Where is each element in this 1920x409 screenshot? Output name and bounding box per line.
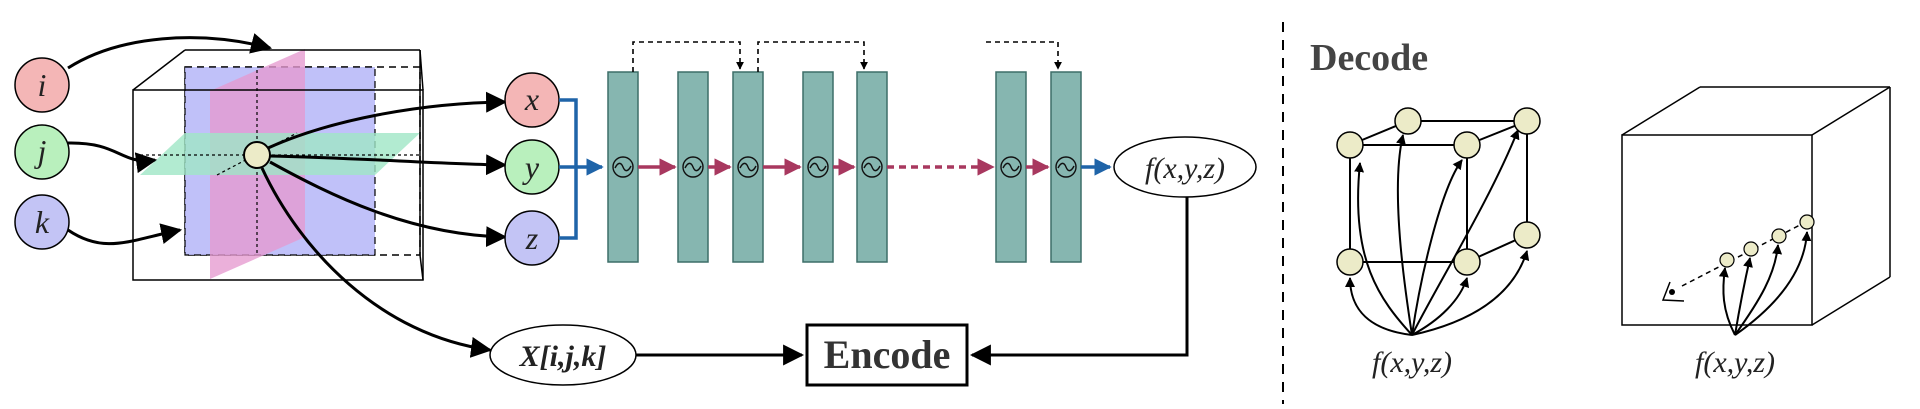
function-output: f(x,y,z) — [1113, 136, 1257, 198]
svg-text:y: y — [522, 149, 540, 185]
coord-x: x — [504, 72, 560, 128]
decode-title: Decode — [1310, 37, 1428, 79]
sample-point — [243, 141, 271, 169]
svg-text:x: x — [524, 81, 539, 117]
ray-sample-nodes — [1719, 214, 1815, 268]
decode-fn-label-1: f(x,y,z) — [1372, 346, 1452, 379]
decode-corner-nodes — [1336, 107, 1541, 276]
svg-text:j: j — [34, 133, 47, 169]
voxel-cube — [132, 49, 424, 281]
decode-cube-ray — [1621, 86, 1891, 326]
decode-fn-label-2: f(x,y,z) — [1695, 346, 1775, 379]
coord-y: y — [504, 139, 560, 195]
svg-text:X[i,j,k]: X[i,j,k] — [519, 340, 607, 373]
decode-cube-interpolation — [1349, 120, 1528, 263]
decode-arrows-1 — [1345, 129, 1530, 336]
voxel-value: X[i,j,k] — [489, 324, 637, 386]
encode-arrows — [636, 197, 1189, 366]
svg-text:f(x,y,z): f(x,y,z) — [1145, 152, 1225, 185]
activation-icons — [612, 156, 1077, 178]
skip-connections — [632, 41, 1062, 72]
input-bracket — [559, 98, 604, 240]
input-j: j — [14, 124, 70, 180]
svg-text:i: i — [38, 67, 47, 103]
plane-z — [140, 133, 420, 175]
svg-text:z: z — [525, 220, 539, 256]
coord-arrows — [260, 91, 508, 358]
encode-box: Encode — [805, 323, 969, 387]
decode-arrows-2 — [1718, 231, 1812, 336]
svg-text:Encode: Encode — [824, 332, 951, 377]
input-k: k — [14, 194, 70, 250]
svg-text:k: k — [35, 204, 50, 240]
coord-z: z — [504, 210, 560, 266]
camera-icon — [1661, 281, 1685, 302]
index-arrows — [67, 33, 273, 246]
input-i: i — [14, 57, 70, 113]
